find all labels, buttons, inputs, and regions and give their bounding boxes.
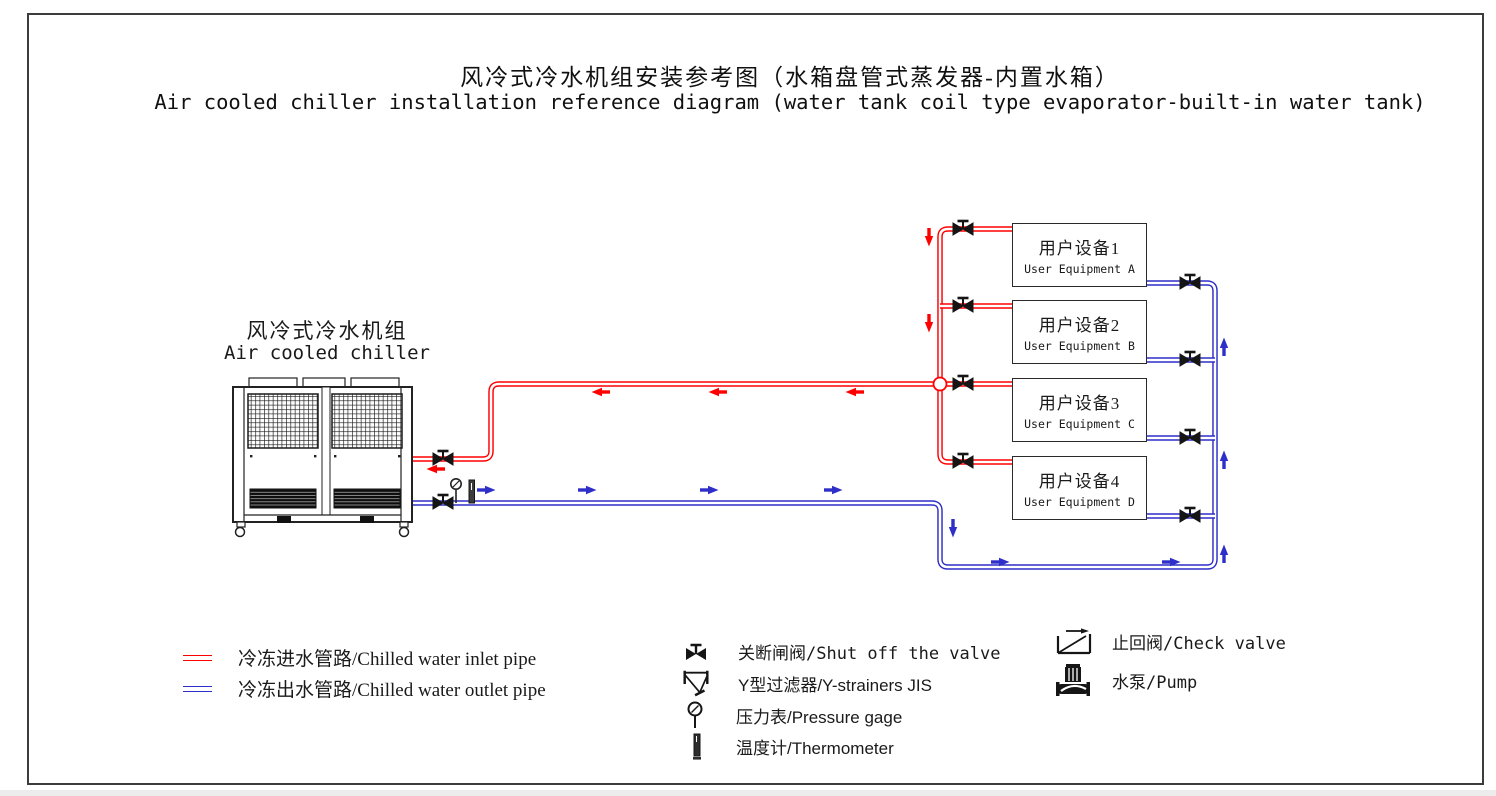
legend-label: Y型过滤器/Y-strainers JIS <box>738 675 932 695</box>
legend-check-valve: 止回阀/Check valve <box>1052 626 1286 656</box>
user-equipment-box-2: 用户设备2 User Equipment B <box>1012 300 1147 364</box>
air-grille-right <box>333 488 401 509</box>
legend-label: 水泵/Pump <box>1112 672 1198 693</box>
equipment-title-en: User Equipment B <box>1024 339 1135 353</box>
equipment-title-en: User Equipment A <box>1024 262 1135 276</box>
legend-pressure-gage: 压力表/Pressure gage <box>682 700 902 730</box>
user-equipment-box-4: 用户设备4 User Equipment D <box>1012 456 1147 520</box>
legend-label: 冷冻进水管路/Chilled water inlet pipe <box>238 649 537 670</box>
check-valve-icon <box>1056 628 1092 655</box>
legend-inlet-pipe: 冷冻进水管路/Chilled water inlet pipe <box>183 644 536 671</box>
drawing-border <box>27 13 1484 785</box>
caster-wheel-right <box>398 521 410 538</box>
legend-shutoff-valve: 关断闸阀/Shut off the valve <box>680 636 1000 666</box>
legend-outlet-pipe: 冷冻出水管路/Chilled water outlet pipe <box>183 675 546 702</box>
equipment-title-en: User Equipment D <box>1024 495 1135 509</box>
caster-wheel-left <box>234 521 246 538</box>
thermometer-icon <box>693 733 701 760</box>
inlet-flow-arrows <box>424 226 935 475</box>
legend-label: 压力表/Pressure gage <box>736 707 903 727</box>
air-grille-left <box>249 488 317 509</box>
legend-y-strainer: Y型过滤器/Y-strainers JIS <box>680 666 932 700</box>
equipment-title-en: User Equipment C <box>1024 417 1135 431</box>
user-equipment-box-3: 用户设备3 User Equipment C <box>1012 378 1147 442</box>
equipment-title-zh: 用户设备1 <box>1038 239 1121 258</box>
condenser-mesh-left <box>247 393 319 449</box>
chiller-label-en: Air cooled chiller <box>224 342 430 364</box>
red-double-line-icon <box>183 654 212 661</box>
condenser-mesh-right <box>331 393 403 449</box>
page-title-zh: 风冷式冷水机组安装参考图（水箱盘管式蒸发器-内置水箱） <box>460 65 1120 90</box>
pump-icon <box>1056 664 1090 696</box>
equipment-title-zh: 用户设备3 <box>1038 394 1121 413</box>
legend-thermometer: 温度计/Thermometer <box>684 731 894 761</box>
thermometer-icon <box>468 479 475 504</box>
legend-pump: 水泵/Pump <box>1052 660 1197 700</box>
legend-label: 止回阀/Check valve <box>1112 633 1286 654</box>
chiller-unit-drawing <box>232 377 413 538</box>
legend-label: 关断闸阀/Shut off the valve <box>738 643 1001 664</box>
legend-label: 冷冻出水管路/Chilled water outlet pipe <box>238 680 546 701</box>
chilled-water-inlet-pipes <box>412 229 1012 462</box>
page-edge-strip <box>0 790 1496 796</box>
equipment-title-zh: 用户设备2 <box>1038 316 1121 335</box>
page-title-en: Air cooled chiller installation referenc… <box>154 90 1426 114</box>
y-strainer-icon <box>683 670 709 697</box>
equipment-title-zh: 用户设备4 <box>1038 472 1121 491</box>
shutoff-valve-icon <box>686 643 706 660</box>
pressure-gage-icon <box>687 701 703 728</box>
chiller-label-zh: 风冷式冷水机组 <box>246 319 408 343</box>
pressure-gage-icon <box>449 477 462 503</box>
user-equipment-box-1: 用户设备1 User Equipment A <box>1012 223 1147 287</box>
blue-double-line-icon <box>183 685 212 692</box>
outlet-flow-arrows <box>475 335 1230 568</box>
pipe-junction-marker <box>932 376 948 392</box>
legend-label: 温度计/Thermometer <box>736 738 894 758</box>
